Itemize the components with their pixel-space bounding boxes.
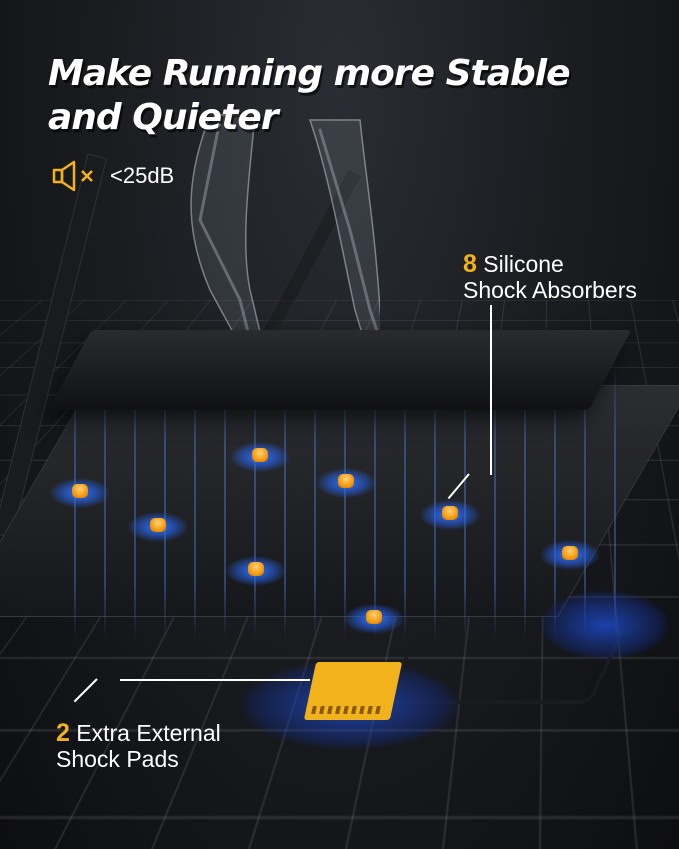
silicone-absorber — [344, 604, 404, 634]
pad-glow — [540, 590, 670, 660]
silicone-absorber — [316, 468, 376, 498]
silicone-absorber — [226, 556, 286, 586]
silicone-absorber — [230, 442, 290, 472]
headline-line-1: Make Running more Stable — [48, 53, 571, 94]
silicone-absorber — [540, 540, 600, 570]
silicone-absorber — [420, 500, 480, 530]
running-deck — [48, 330, 632, 410]
absorbers-label-2: Shock Absorbers — [463, 277, 637, 303]
pads-leader-line — [120, 679, 310, 681]
noise-level-label: <25dB — [110, 163, 175, 188]
speaker-muted-icon — [52, 160, 93, 192]
pads-count: 2 — [56, 719, 70, 747]
absorbers-count: 8 — [463, 250, 477, 278]
pads-label-1: Extra External — [76, 720, 221, 746]
runner-legs-illustration — [190, 114, 380, 366]
absorbers-callout: 8 Silicone Shock Absorbers — [463, 251, 637, 303]
headline-line-2: and Quieter — [48, 97, 279, 138]
noise-level: <25dB — [52, 160, 174, 192]
pads-label-2: Shock Pads — [56, 746, 179, 772]
silicone-absorber — [128, 512, 188, 542]
silicone-absorber — [50, 478, 110, 508]
headline: Make Running more Stable and Quieter — [48, 52, 571, 140]
pads-callout: 2 Extra External Shock Pads — [56, 720, 221, 772]
absorbers-leader-line — [490, 305, 492, 475]
external-shock-pad — [303, 662, 403, 720]
absorbers-label-1: Silicone — [483, 251, 564, 277]
